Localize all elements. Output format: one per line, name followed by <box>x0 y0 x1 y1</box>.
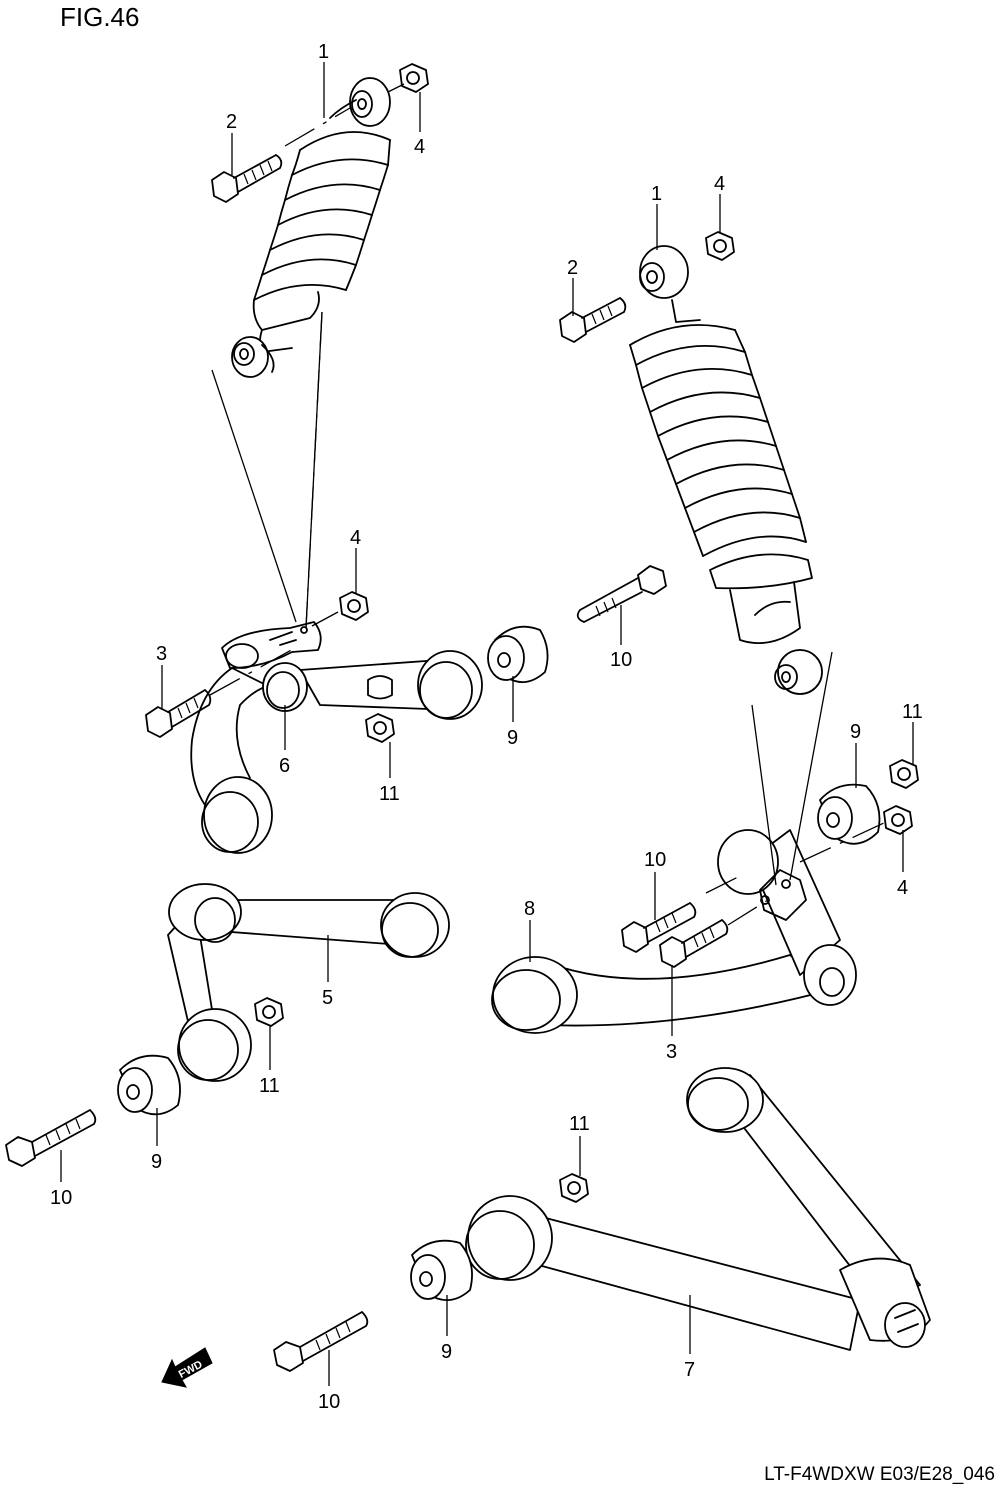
callout: 6 <box>279 755 290 777</box>
callout: 11 <box>259 1075 280 1097</box>
lower-arm-7 <box>465 1067 931 1351</box>
callout: 4 <box>350 527 361 549</box>
fwd-label: FWD <box>177 1358 205 1380</box>
shock-absorber-right <box>629 245 823 695</box>
callout: 10 <box>644 849 666 871</box>
nut-11-arm-7 <box>559 1173 589 1203</box>
callout: 4 <box>714 173 725 195</box>
callout: 10 <box>50 1187 72 1209</box>
arm-5 <box>167 883 450 1082</box>
bushing-9-arm-7 <box>410 1239 473 1301</box>
upper-arm-6 <box>190 621 483 854</box>
bolt-3-left <box>145 689 212 738</box>
bolt-10-bottom <box>273 1311 369 1372</box>
callout: 11 <box>379 783 400 805</box>
callout: 10 <box>610 649 632 671</box>
callout: 2 <box>226 111 237 133</box>
figure-title: FIG.46 <box>60 2 139 32</box>
bushing-9-arm-5 <box>117 1054 181 1116</box>
nut-11-right <box>889 759 919 789</box>
callouts: 1 2 4 1 4 2 4 3 10 9 6 11 9 11 10 4 8 5 … <box>50 41 923 1413</box>
callout: 9 <box>850 721 861 743</box>
bolt-10-left <box>5 1109 97 1167</box>
callout: 3 <box>156 643 167 665</box>
callout: 5 <box>322 987 333 1009</box>
callout: 9 <box>151 1151 162 1173</box>
callout: 10 <box>318 1391 340 1413</box>
bolt-10-center <box>576 565 667 623</box>
nut-4-right-top <box>705 231 735 261</box>
callout: 8 <box>524 898 535 920</box>
callout: 7 <box>684 1359 695 1381</box>
bolt-3-right <box>659 919 729 968</box>
bolt-2-left <box>211 154 283 203</box>
callout: 4 <box>897 877 908 899</box>
bushing-9-left-top <box>487 625 549 683</box>
callout: 9 <box>507 727 518 749</box>
callout: 3 <box>666 1041 677 1063</box>
bolt-10-right <box>621 902 697 953</box>
drawing-reference: LT-F4WDXW E03/E28_046 <box>764 1464 995 1485</box>
bolt-2-right <box>559 297 627 343</box>
leader-lines <box>60 62 914 1386</box>
nut-4-left-arm <box>339 591 369 621</box>
nut-4-right-arm <box>883 805 913 835</box>
lower-arm-8 <box>491 829 857 1034</box>
bushing-9-right <box>817 783 881 845</box>
callout: 1 <box>318 41 329 63</box>
nut-4-top <box>399 63 429 93</box>
nut-11-arm-5 <box>254 997 284 1027</box>
callout: 4 <box>414 136 425 158</box>
nut-11-center <box>365 713 395 743</box>
callout: 9 <box>441 1341 452 1363</box>
callout: 2 <box>567 257 578 279</box>
fwd-arrow-icon: FWD <box>161 1347 213 1388</box>
callout: 11 <box>902 701 923 723</box>
callout: 1 <box>651 183 662 205</box>
shock-absorber-left <box>231 77 391 378</box>
callout: 11 <box>569 1113 590 1135</box>
